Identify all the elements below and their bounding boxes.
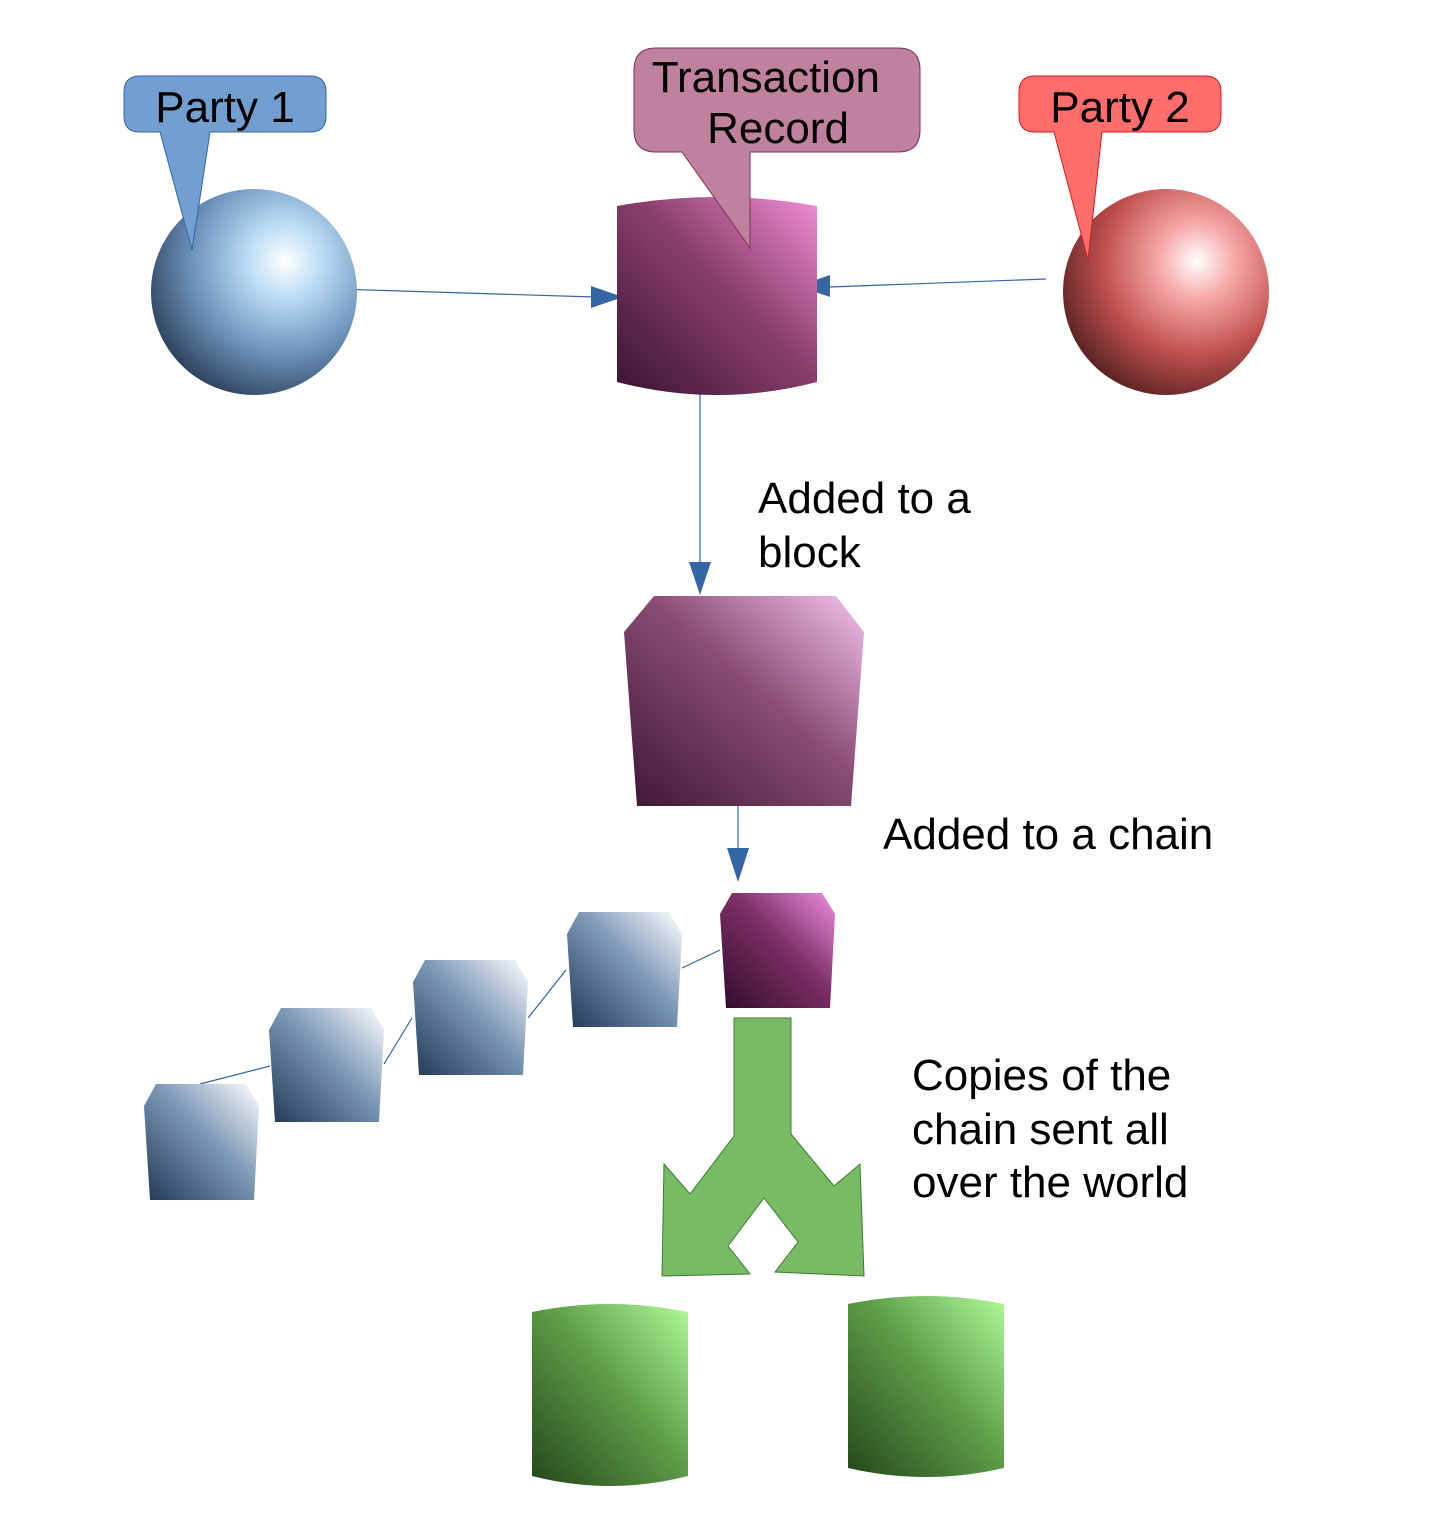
chain-block bbox=[413, 960, 528, 1075]
party2-callout: Party 2 bbox=[1018, 75, 1222, 261]
party1-callout: Party 1 bbox=[123, 75, 327, 251]
chain-block bbox=[567, 912, 682, 1027]
party1-sphere bbox=[151, 189, 357, 395]
chain-block bbox=[269, 1008, 384, 1122]
transaction-cylinder bbox=[617, 197, 817, 395]
connector-lines bbox=[199, 278, 1047, 1085]
added-to-block-caption: Added to a block bbox=[758, 474, 983, 577]
chain-copy-cylinder-2 bbox=[848, 1296, 1004, 1477]
transaction-label: Transaction Record bbox=[652, 53, 892, 153]
split-arrow-icon bbox=[661, 1017, 865, 1277]
chain-link-1 bbox=[199, 1065, 271, 1085]
party1-callout-shape bbox=[123, 75, 327, 251]
copies-caption-line2: chain sent all bbox=[912, 1105, 1169, 1154]
copies-caption: Copies of the chain sent all over the wo… bbox=[912, 1051, 1188, 1207]
arrowhead-down-icon bbox=[689, 562, 711, 595]
transaction-callout-shape bbox=[633, 47, 921, 250]
copies-caption-line3: over the world bbox=[912, 1158, 1188, 1207]
chain-block-new bbox=[720, 893, 835, 1008]
party2-callout-shape bbox=[1018, 75, 1222, 261]
party1-label: Party 1 bbox=[155, 83, 294, 132]
chain-block bbox=[144, 1084, 259, 1200]
added-to-chain-caption: Added to a chain bbox=[883, 810, 1213, 859]
added-to-block-caption-line2: block bbox=[758, 528, 862, 577]
chain-link-3 bbox=[527, 969, 567, 1019]
added-to-block-caption-line1: Added to a bbox=[758, 474, 971, 523]
party1-to-transaction-line bbox=[335, 288, 595, 298]
chain-link-2 bbox=[383, 1017, 413, 1065]
transaction-label-line1: Transaction bbox=[652, 53, 880, 102]
blockchain bbox=[144, 893, 835, 1200]
party2-label: Party 2 bbox=[1050, 83, 1189, 132]
new-block bbox=[624, 596, 864, 806]
copies-caption-line1: Copies of the bbox=[912, 1051, 1171, 1100]
arrowhead-down-icon bbox=[727, 848, 749, 882]
transaction-label-line2: Record bbox=[707, 104, 849, 153]
party2-to-transaction-line bbox=[829, 278, 1047, 288]
chain-link-4 bbox=[681, 949, 721, 969]
transaction-callout: Transaction Record bbox=[633, 47, 921, 250]
party2-sphere bbox=[1063, 189, 1269, 395]
arrowhead-right-icon bbox=[591, 286, 623, 308]
chain-copy-cylinder-1 bbox=[532, 1304, 688, 1486]
